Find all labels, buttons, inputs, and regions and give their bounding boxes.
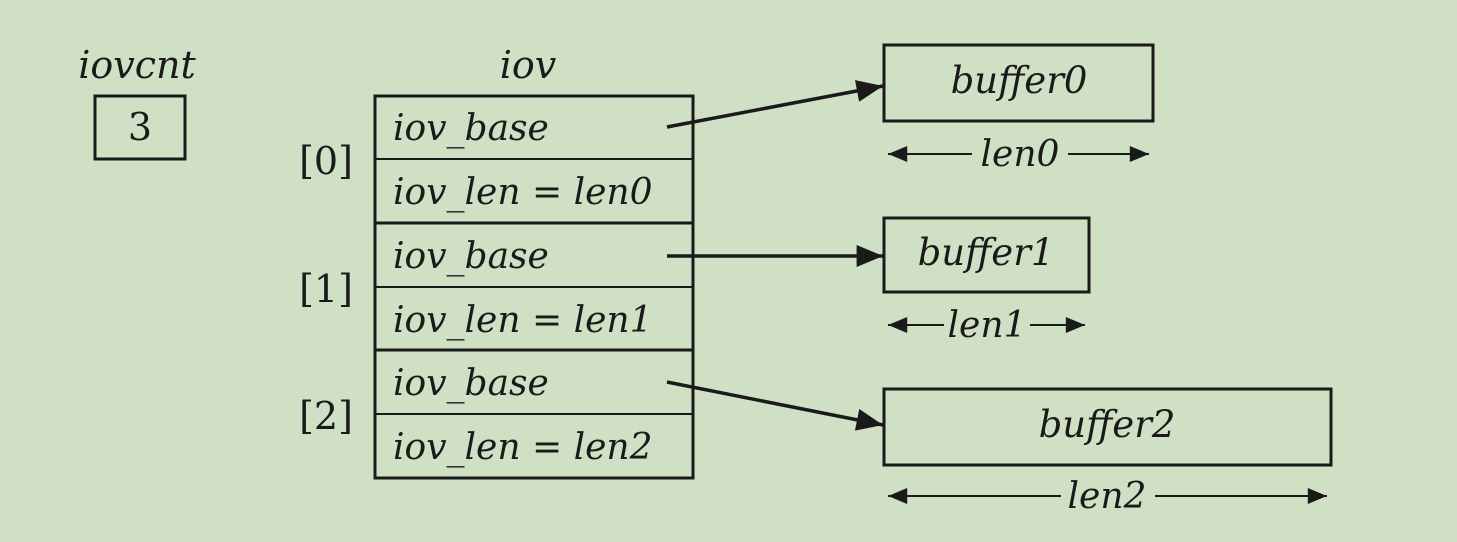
iovcnt-label: iovcnt	[78, 43, 196, 87]
iov-array	[373, 94, 695, 480]
buffer1-box	[882, 216, 1091, 294]
len1-label: len1	[948, 305, 1027, 346]
iov-entry-1-len: iov_len = len1	[393, 300, 653, 341]
iov-index-1: [1]	[299, 267, 353, 311]
iov-entry-0-base: iov_base	[393, 108, 549, 149]
iovcnt-box	[93, 94, 187, 161]
buffer2-label: buffer2	[1039, 403, 1176, 446]
pointer-arrow-0	[666, 80, 884, 129]
len2-label: len2	[1068, 476, 1147, 517]
iovcnt-value: 3	[128, 105, 152, 149]
iov-index-2: [2]	[299, 394, 353, 438]
buffer1-label: buffer1	[918, 231, 1055, 274]
iov-label: iov	[500, 43, 557, 87]
buffer0-box	[882, 43, 1155, 123]
iov-entry-2-base: iov_base	[393, 363, 549, 404]
buffer2-box	[882, 387, 1333, 467]
iov-entry-1-base: iov_base	[393, 236, 549, 277]
len0-label: len0	[981, 134, 1060, 175]
pointer-arrow-2	[666, 380, 884, 431]
iov-entry-2-len: iov_len = len2	[393, 427, 653, 468]
iov-index-0: [0]	[299, 139, 353, 183]
buffer0-label: buffer0	[951, 59, 1088, 102]
iov-entry-0-len: iov_len = len0	[393, 172, 653, 213]
